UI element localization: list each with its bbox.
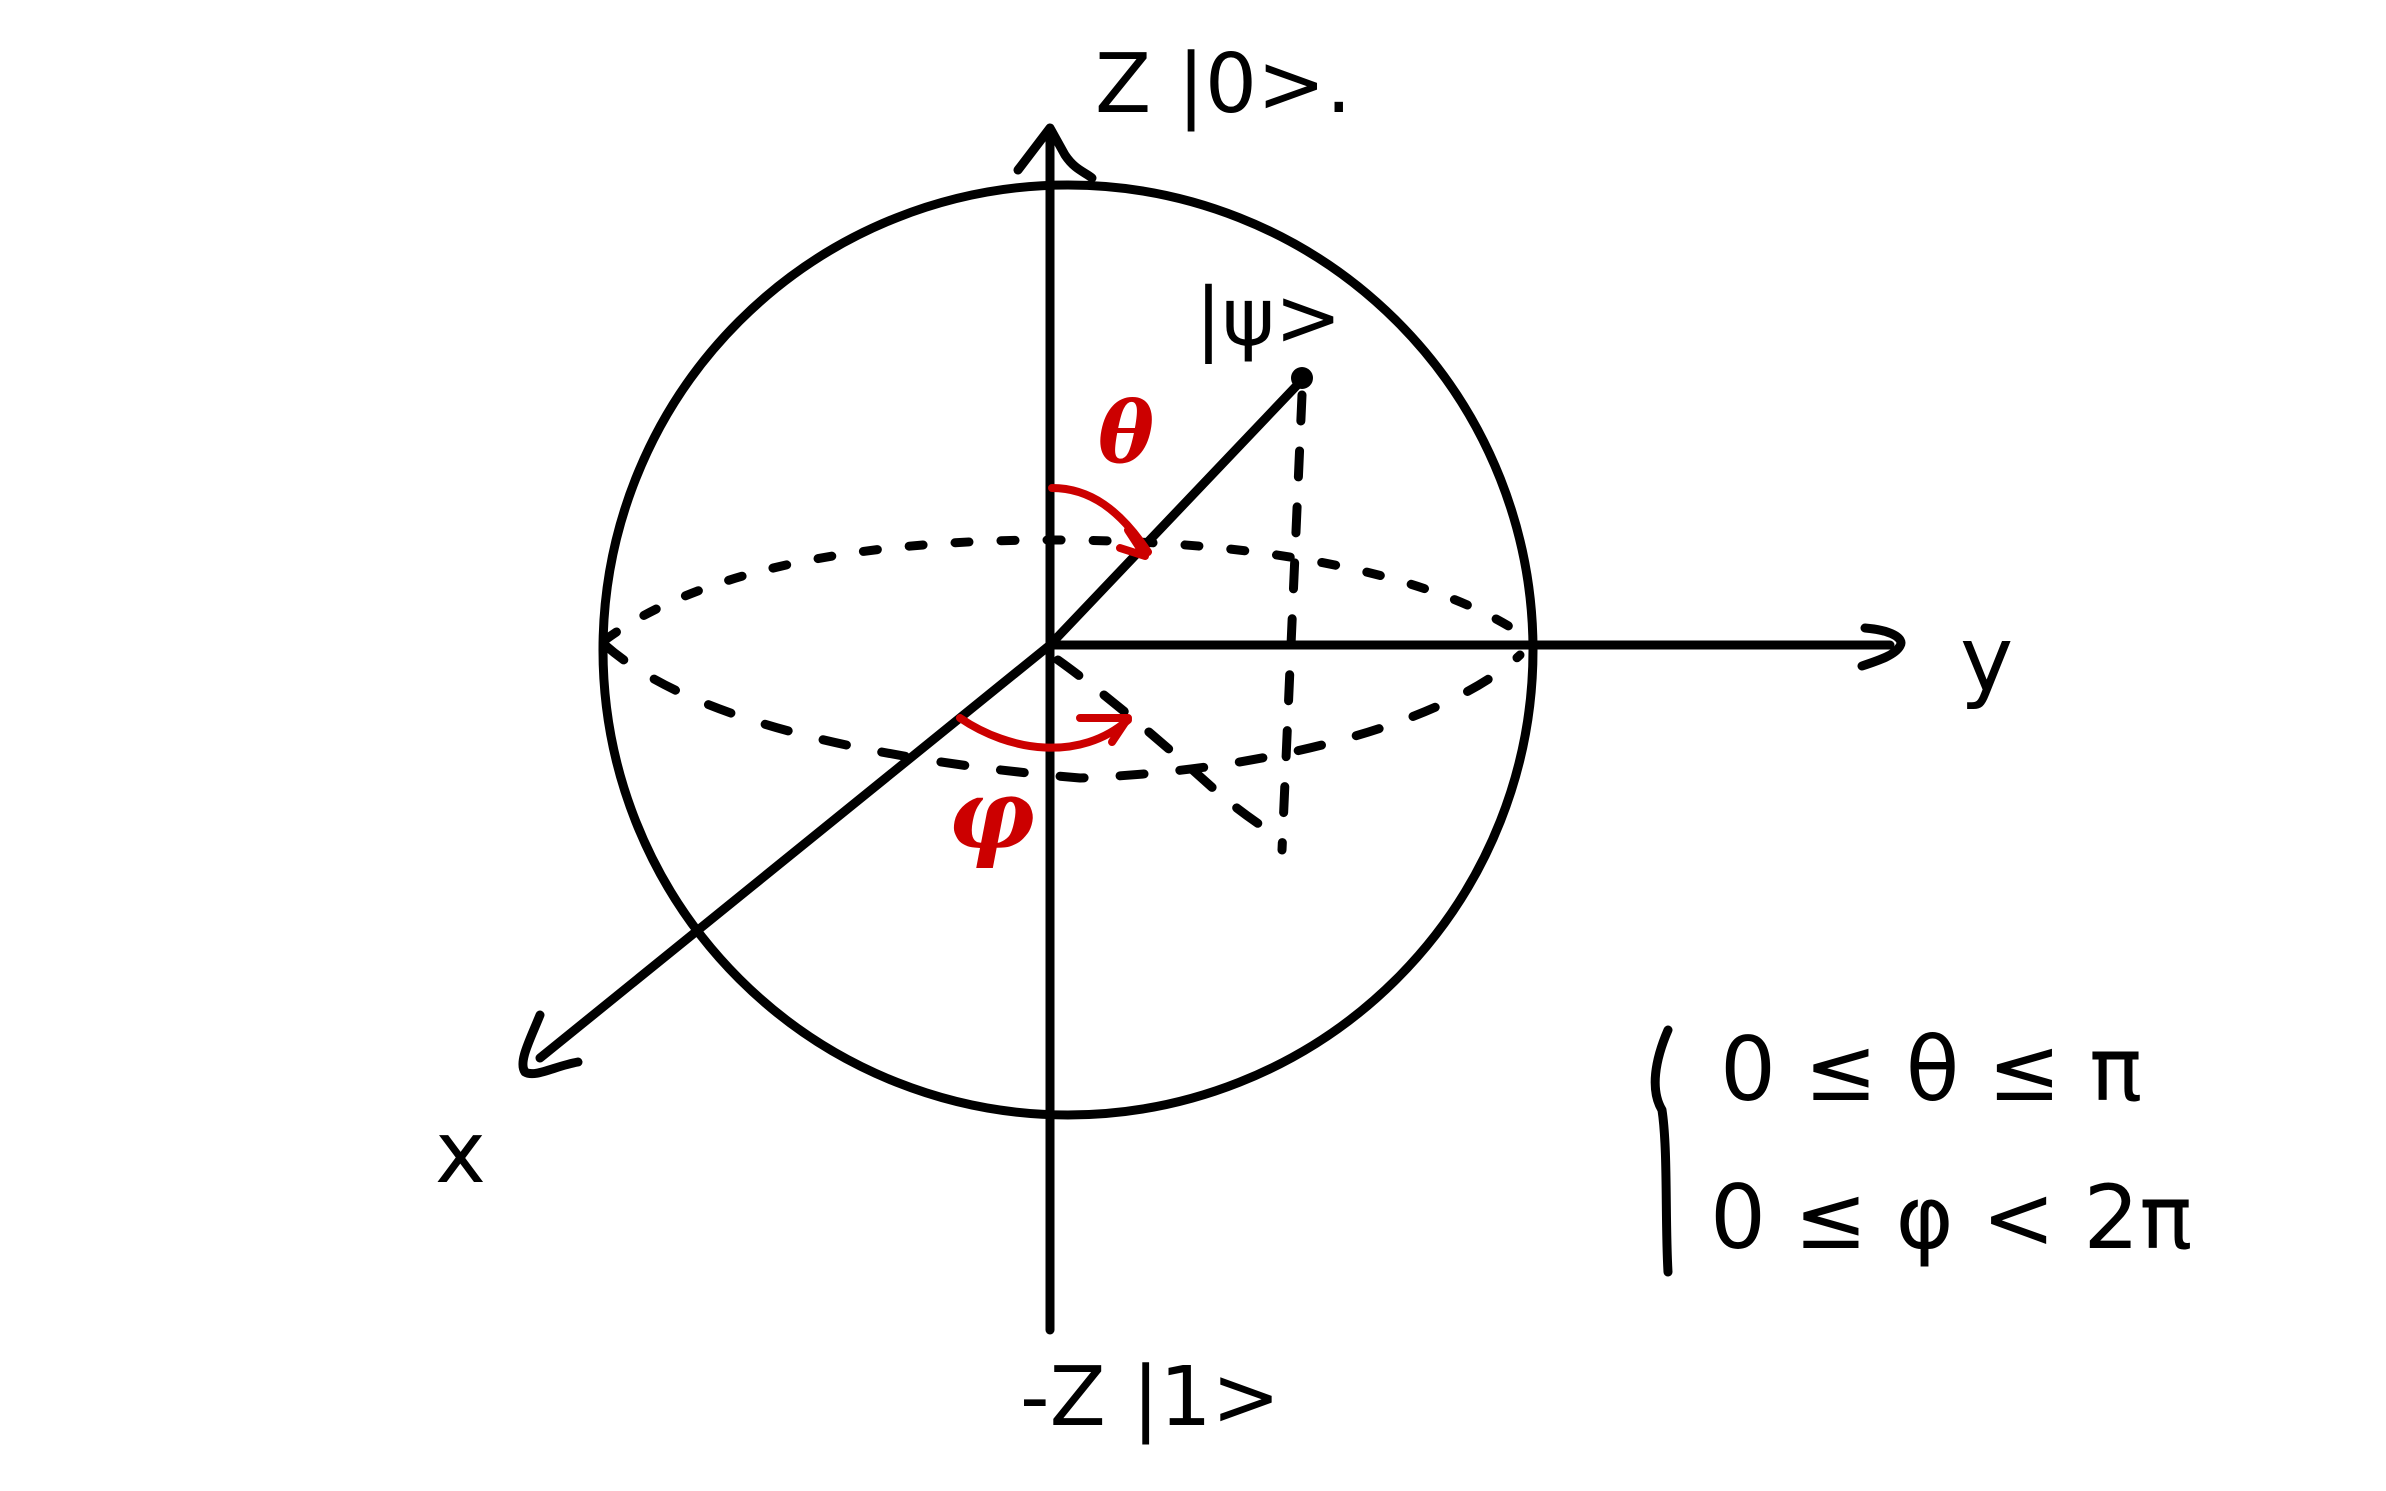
theta-range: 0 ≤ θ ≤ π bbox=[1720, 1018, 2142, 1121]
x-axis-arrowhead bbox=[518, 1010, 583, 1079]
constraint-brace bbox=[1650, 1025, 1673, 1277]
theta-arc-arrowhead bbox=[1116, 526, 1149, 560]
psi-label: |ψ> bbox=[1195, 271, 1342, 365]
z-bottom-label: -Z |1> bbox=[1020, 1350, 1280, 1445]
z-top-label: Z |0>. bbox=[1095, 37, 1352, 132]
projection-vertical bbox=[1277, 390, 1307, 855]
y-axis-arrowhead bbox=[1857, 623, 1906, 671]
projection-to-origin bbox=[1053, 655, 1285, 843]
phi-arc-arrowhead bbox=[1076, 714, 1132, 746]
phi-range: 0 ≤ φ < 2π bbox=[1710, 1166, 2192, 1269]
z-axis-arrowhead bbox=[1013, 123, 1097, 183]
sphere-outline bbox=[598, 180, 1538, 1120]
state-point bbox=[1291, 367, 1313, 389]
y-axis-label: y bbox=[1960, 607, 2013, 712]
phi-arc bbox=[956, 714, 1132, 752]
state-vector bbox=[1045, 375, 1307, 650]
equator-back bbox=[600, 535, 1520, 645]
equator-front bbox=[600, 640, 1525, 783]
phi-label: φ bbox=[948, 758, 1035, 871]
theta-label: θ bbox=[1098, 383, 1154, 482]
x-axis bbox=[535, 640, 1055, 1063]
theta-arc bbox=[1048, 484, 1152, 556]
x-axis-label: x bbox=[435, 1103, 486, 1203]
